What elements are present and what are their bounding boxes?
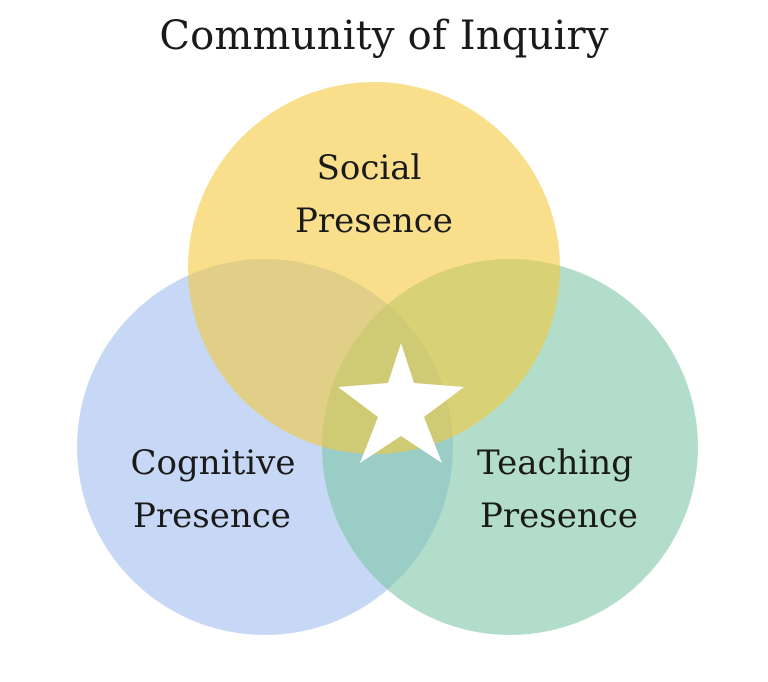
social-presence-label-line1: Social xyxy=(317,148,422,188)
cognitive-presence-label-line2: Presence xyxy=(133,496,291,536)
diagram-title: Community of Inquiry xyxy=(159,13,609,59)
teaching-presence-label-line2: Presence xyxy=(480,496,638,536)
teaching-presence-label-line1: Teaching xyxy=(477,443,633,483)
star-icon xyxy=(338,343,464,463)
social-presence-label-line2: Presence xyxy=(295,201,453,241)
social-presence-circle xyxy=(188,82,560,454)
cognitive-presence-label-line1: Cognitive xyxy=(131,443,296,483)
